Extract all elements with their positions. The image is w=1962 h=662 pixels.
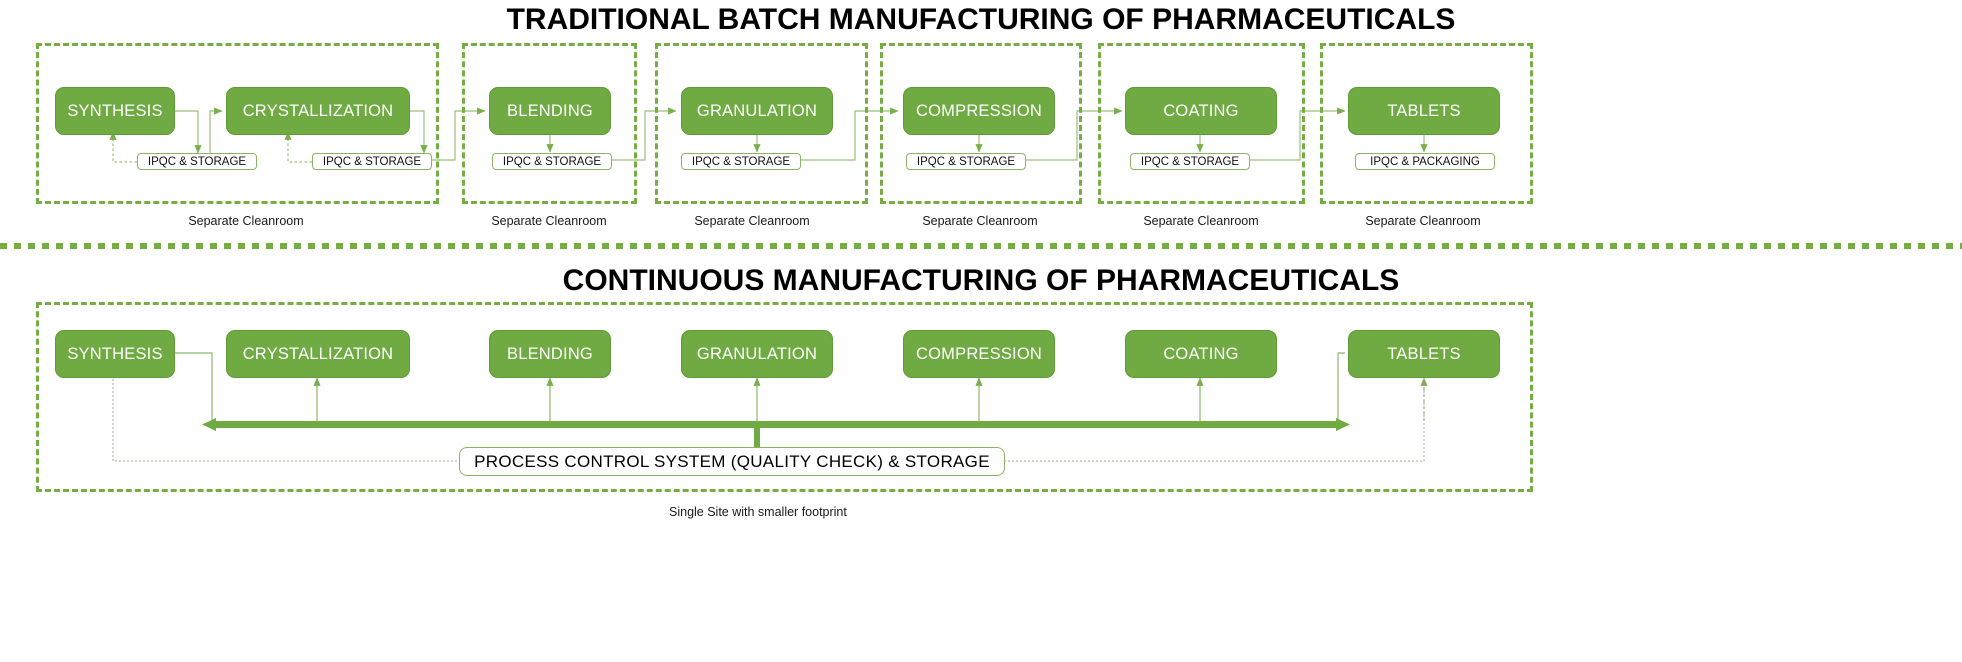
cleanroom-caption-6: Separate Cleanroom [1365,214,1481,228]
batch-step-synthesis[interactable]: SYNTHESIS [55,87,175,135]
batch-step-tablets[interactable]: TABLETS [1348,87,1500,135]
ipqc-label: IPQC & STORAGE [1140,155,1240,168]
batch-step-label: SYNTHESIS [67,101,163,120]
process-control-system-box[interactable]: PROCESS CONTROL SYSTEM (QUALITY CHECK) &… [459,447,1005,476]
continuous-step-label: COMPRESSION [916,344,1042,363]
cleanroom-caption-1: Separate Cleanroom [188,214,304,228]
batch-step-label: GRANULATION [696,101,818,120]
continuous-step-synthesis[interactable]: SYNTHESIS [55,330,175,378]
continuous-step-crystallization[interactable]: CRYSTALLIZATION [226,330,410,378]
process-control-system-label: PROCESS CONTROL SYSTEM (QUALITY CHECK) &… [474,451,990,471]
batch-step-label: COMPRESSION [916,101,1042,120]
continuous-step-granulation[interactable]: GRANULATION [681,330,833,378]
continuous-step-tablets[interactable]: TABLETS [1348,330,1500,378]
continuous-step-coating[interactable]: COATING [1125,330,1277,378]
batch-step-blending[interactable]: BLENDING [489,87,611,135]
ipqc-label: IPQC & PACKAGING [1370,155,1480,168]
cleanroom-6 [1320,43,1533,204]
continuous-step-label: SYNTHESIS [67,344,163,363]
batch-step-label: CRYSTALLIZATION [242,101,394,120]
ipqc-label: IPQC & STORAGE [502,155,602,168]
batch-step-label: BLENDING [507,101,593,120]
continuous-single-site-boundary [36,302,1533,492]
cleanroom-2 [462,43,637,204]
ipqc-box-blending[interactable]: IPQC & STORAGE [492,153,612,170]
continuous-step-label: GRANULATION [696,344,818,363]
ipqc-box-coating[interactable]: IPQC & STORAGE [1130,153,1250,170]
batch-section-title: TRADITIONAL BATCH MANUFACTURING OF PHARM… [506,3,1456,36]
continuous-step-label: TABLETS [1387,344,1461,363]
cleanroom-1 [36,43,439,204]
batch-step-crystallization[interactable]: CRYSTALLIZATION [226,87,410,135]
ipqc-box-tablets[interactable]: IPQC & PACKAGING [1355,153,1495,170]
single-site-footer-caption: Single Site with smaller footprint [669,505,847,519]
continuous-step-label: CRYSTALLIZATION [242,344,394,363]
ipqc-label: IPQC & STORAGE [916,155,1016,168]
batch-step-coating[interactable]: COATING [1125,87,1277,135]
ipqc-label: IPQC & STORAGE [691,155,791,168]
continuous-step-label: BLENDING [507,344,593,363]
ipqc-box-granulation[interactable]: IPQC & STORAGE [681,153,801,170]
continuous-step-label: COATING [1163,344,1239,363]
cleanroom-caption-3: Separate Cleanroom [694,214,810,228]
ipqc-box-compression[interactable]: IPQC & STORAGE [906,153,1026,170]
ipqc-label: IPQC & STORAGE [322,155,422,168]
continuous-section-title: CONTINUOUS MANUFACTURING OF PHARMACEUTIC… [562,264,1400,297]
cleanroom-caption-4: Separate Cleanroom [922,214,1038,228]
batch-step-compression[interactable]: COMPRESSION [903,87,1055,135]
ipqc-box-synthesis[interactable]: IPQC & STORAGE [137,153,257,170]
continuous-step-blending[interactable]: BLENDING [489,330,611,378]
cleanroom-caption-5: Separate Cleanroom [1143,214,1259,228]
cleanroom-5 [1098,43,1305,204]
batch-step-label: TABLETS [1387,101,1461,120]
cleanroom-caption-2: Separate Cleanroom [491,214,607,228]
ipqc-label: IPQC & STORAGE [147,155,247,168]
cleanroom-4 [880,43,1082,204]
batch-step-label: COATING [1163,101,1239,120]
batch-step-granulation[interactable]: GRANULATION [681,87,833,135]
ipqc-box-crystallization[interactable]: IPQC & STORAGE [312,153,432,170]
cleanroom-3 [655,43,868,204]
continuous-step-compression[interactable]: COMPRESSION [903,330,1055,378]
